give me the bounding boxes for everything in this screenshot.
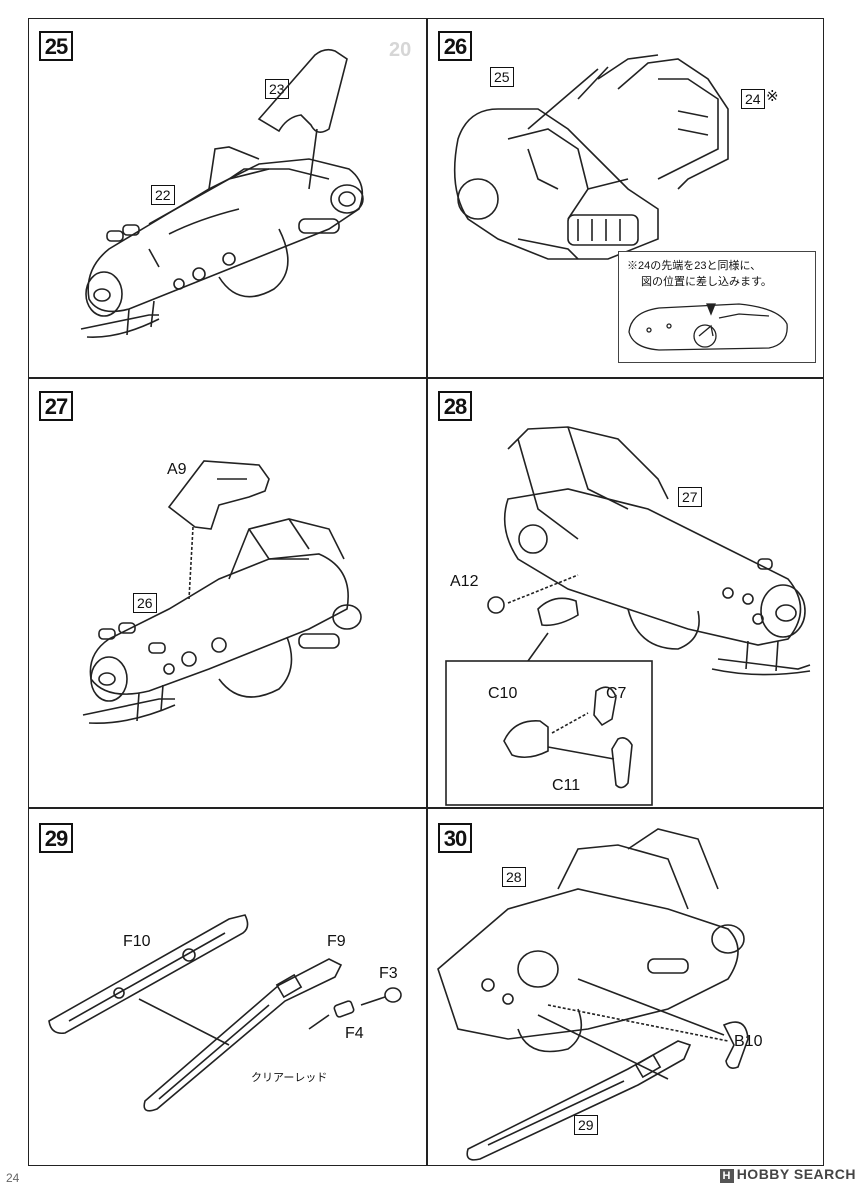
note-detail-drawing — [628, 303, 788, 351]
ref-part-29: 29 — [574, 1115, 598, 1135]
note-line-2: 図の位置に差し込みます。 — [641, 276, 772, 288]
step-number: 25 — [39, 31, 73, 61]
instruction-sheet: 25 23 22 — [28, 18, 824, 1166]
step-25-panel: 25 23 22 — [29, 19, 426, 377]
label-b10: B10 — [734, 1033, 763, 1050]
label-c11: C11 — [552, 777, 581, 794]
ref-part-26: 26 — [133, 593, 157, 613]
page-number: 24 — [6, 1171, 20, 1185]
label-f4: F4 — [345, 1025, 364, 1042]
color-note-clear-red: クリアーレッド — [251, 1072, 328, 1084]
step-number: 30 — [438, 823, 472, 853]
label-a12: A12 — [450, 573, 479, 590]
step-26-panel: 26 25 24 ※ — [428, 19, 823, 377]
step-30-panel: 30 28 B10 29 — [428, 809, 823, 1165]
bike-drawing-30 — [437, 828, 749, 1161]
step-number: 27 — [39, 391, 73, 421]
ref-part-28: 28 — [502, 867, 526, 887]
step-27-panel: 27 A9 26 — [29, 379, 426, 807]
bike-drawing-25 — [80, 48, 364, 338]
label-f3: F3 — [379, 965, 398, 982]
watermark-text: HOBBY SEARCH — [736, 1166, 856, 1182]
ref-part-27: 27 — [678, 487, 702, 507]
bike-drawing-28 — [445, 426, 811, 806]
note-line-1: ※24の先端を23と同様に、 — [627, 260, 762, 272]
ghost-number: 20 — [389, 39, 412, 61]
watermark-brand-icon: H — [719, 1169, 734, 1183]
bike-drawing-26 — [453, 54, 729, 260]
ref-part-25: 25 — [490, 67, 514, 87]
step-28-panel: 28 27 A12 C10 C7 C11 — [428, 379, 823, 807]
skid-parts-drawing — [48, 914, 402, 1112]
panel-divider-vertical — [426, 19, 428, 1165]
label-f10: F10 — [123, 933, 151, 950]
bike-drawing-27 — [82, 460, 362, 724]
step-29-panel: 29 F10 F9 F3 F4 クリアーレッド — [29, 809, 426, 1165]
ref-part-22: 22 — [151, 185, 175, 205]
ref-part-24: 24 — [741, 89, 765, 109]
insert-note-box: ※24の先端を23と同様に、 図の位置に差し込みます。 — [618, 251, 816, 363]
panel-divider-row2 — [29, 807, 823, 809]
ref-mark: ※ — [766, 88, 779, 105]
label-f9: F9 — [327, 933, 346, 950]
label-a9: A9 — [167, 461, 187, 478]
step-number: 26 — [438, 31, 472, 61]
ref-part-23: 23 — [265, 79, 289, 99]
label-c10: C10 — [488, 685, 518, 702]
step-number: 29 — [39, 823, 73, 853]
step-number: 28 — [438, 391, 472, 421]
panel-divider-row1 — [29, 377, 823, 379]
